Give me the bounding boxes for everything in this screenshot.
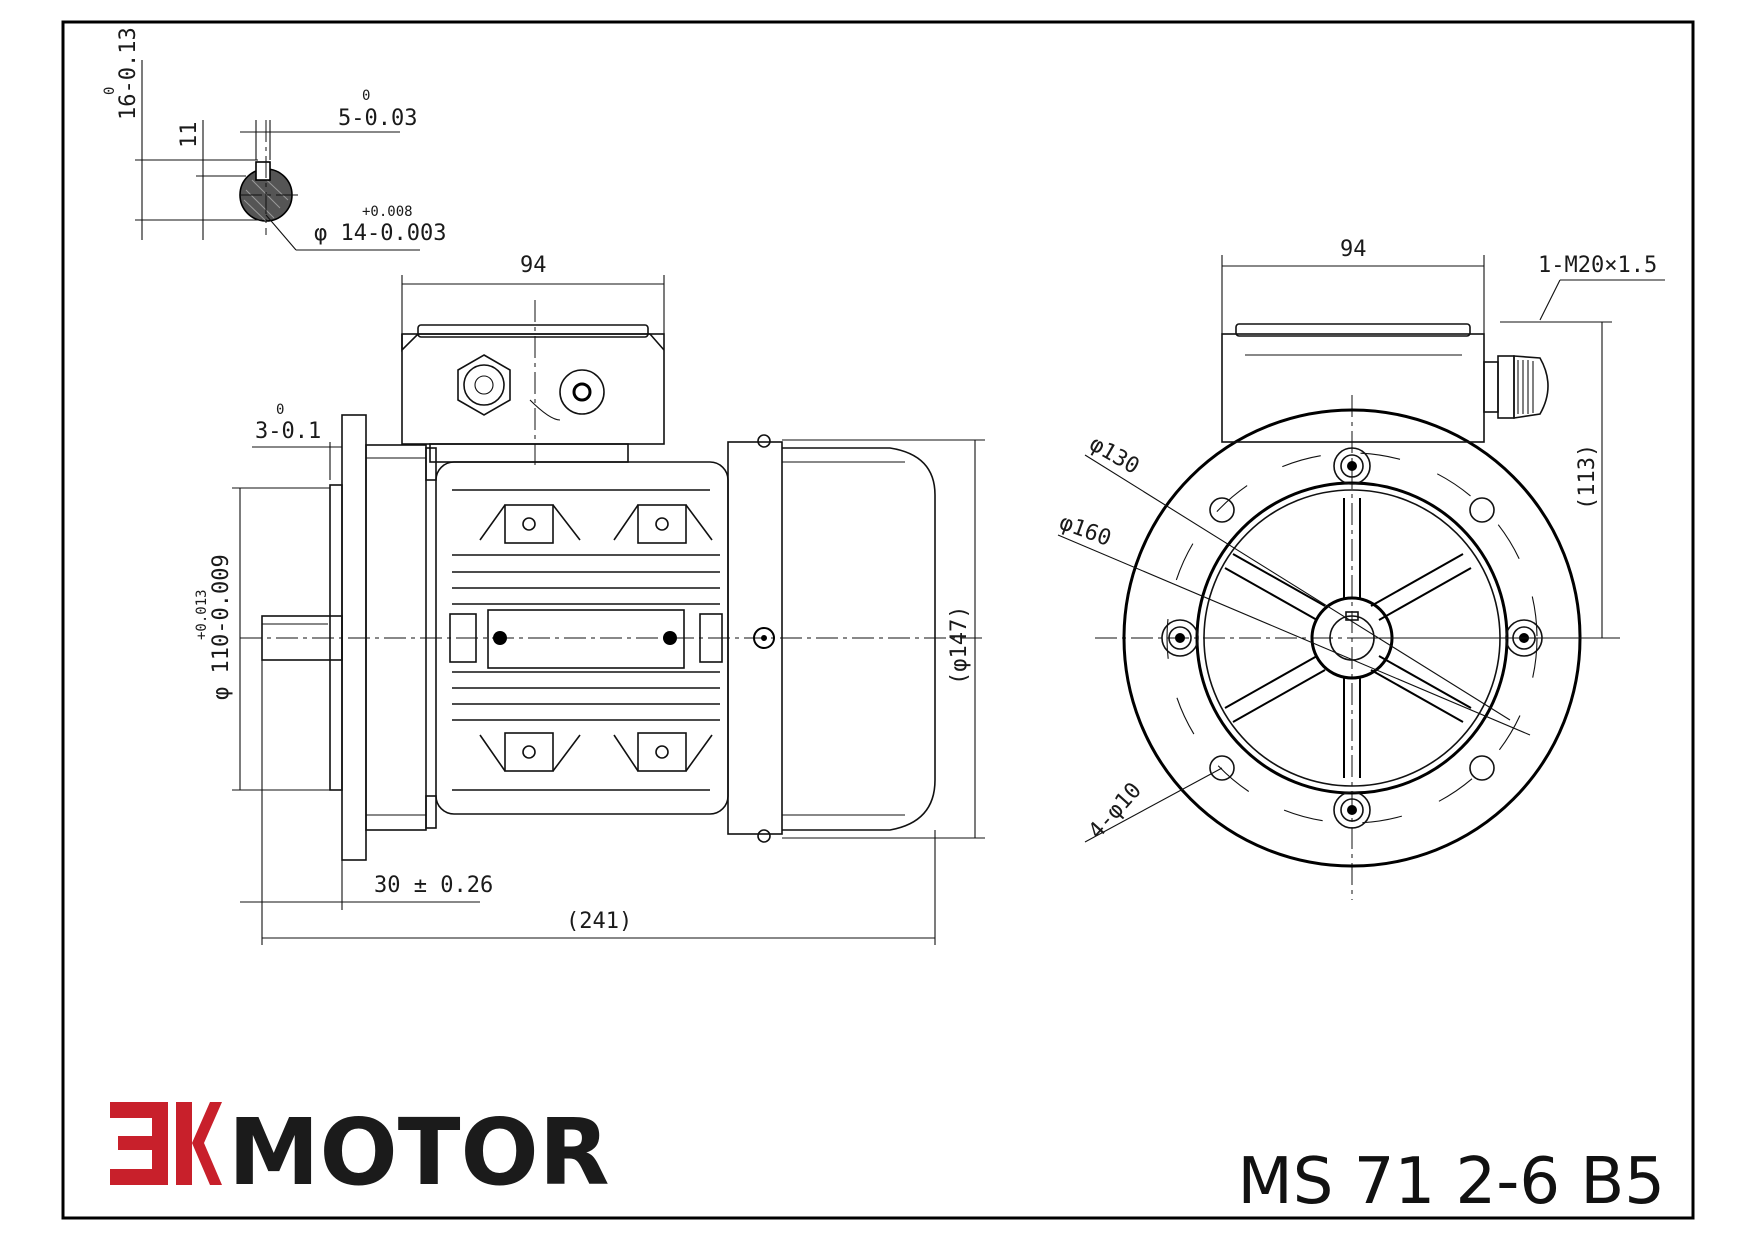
key-width-upper-tol: 0 xyxy=(362,88,370,104)
cable-gland-label: 1-M20×1.5 xyxy=(1538,253,1657,278)
end-view-motor xyxy=(1095,323,1620,900)
overall-length-dimension: (241) xyxy=(566,909,632,934)
spigot-diameter-upper-tol: +0.013 xyxy=(194,589,210,640)
key-width-dimension: 5-0.03 xyxy=(338,106,417,131)
model-title: MS 71 2-6 B5 xyxy=(1238,1145,1665,1219)
shaft-diameter-upper-tol: +0.008 xyxy=(362,204,413,220)
key-depth-dimension: 11 xyxy=(177,122,202,149)
shaft-length-dimension: 30 ± 0.26 xyxy=(374,873,493,898)
pitch-circle-dimension: φ130 xyxy=(1085,432,1143,480)
flange-step-dimension: 3-0.1 xyxy=(255,419,321,444)
side-view-dimensions xyxy=(232,275,985,945)
shaft-diameter-dimension: φ 14-0.003 xyxy=(314,221,446,246)
drawing-border xyxy=(61,20,1695,1220)
spigot-diameter-dimension: φ 110-0.009 xyxy=(209,554,234,700)
flange-step-upper-tol: 0 xyxy=(276,402,284,418)
bolt-holes-dimension: 4-φ10 xyxy=(1084,778,1147,844)
side-view-motor xyxy=(240,300,985,861)
terminal-box-width-end: 94 xyxy=(1340,237,1367,262)
body-diameter-dimension: (φ147) xyxy=(947,606,972,685)
centre-height-dimension: (113) xyxy=(1575,444,1600,510)
flange-diameter-dimension: φ160 xyxy=(1056,510,1114,552)
ek-logo-mark xyxy=(110,1102,222,1185)
end-view-dimensions xyxy=(1057,255,1665,843)
brand-logo-text: MOTOR xyxy=(228,1099,610,1206)
key-height-dimension: 16-0.13 xyxy=(116,27,141,120)
shaft-key-detail xyxy=(135,60,420,251)
key-height-upper-tol: 0 xyxy=(102,87,118,95)
terminal-box-width-side: 94 xyxy=(520,253,547,278)
